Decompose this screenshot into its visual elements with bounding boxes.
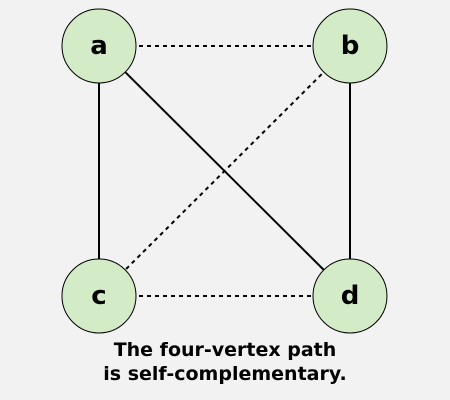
- caption-line-2: is self-complementary.: [103, 363, 347, 385]
- vertex-a: a: [61, 8, 137, 84]
- caption-line-1: The four-vertex path: [113, 339, 337, 361]
- vertex-label-a: a: [90, 31, 108, 61]
- vertex-label-d: d: [341, 281, 360, 311]
- caption: The four-vertex path is self-complementa…: [0, 338, 450, 386]
- edges-layer: [98, 45, 351, 297]
- nodes-layer: a b c d: [61, 8, 388, 334]
- vertex-c: c: [61, 258, 137, 334]
- vertex-circle-c: [61, 258, 137, 334]
- vertex-circle-d: [312, 258, 388, 334]
- vertex-circle-b: [312, 8, 388, 84]
- edge-b-c-dashed: [98, 45, 351, 297]
- vertex-label-b: b: [341, 31, 360, 61]
- vertex-b: b: [312, 8, 388, 84]
- vertex-circle-a: [61, 8, 137, 84]
- vertex-d: d: [312, 258, 388, 334]
- vertex-label-c: c: [91, 281, 106, 311]
